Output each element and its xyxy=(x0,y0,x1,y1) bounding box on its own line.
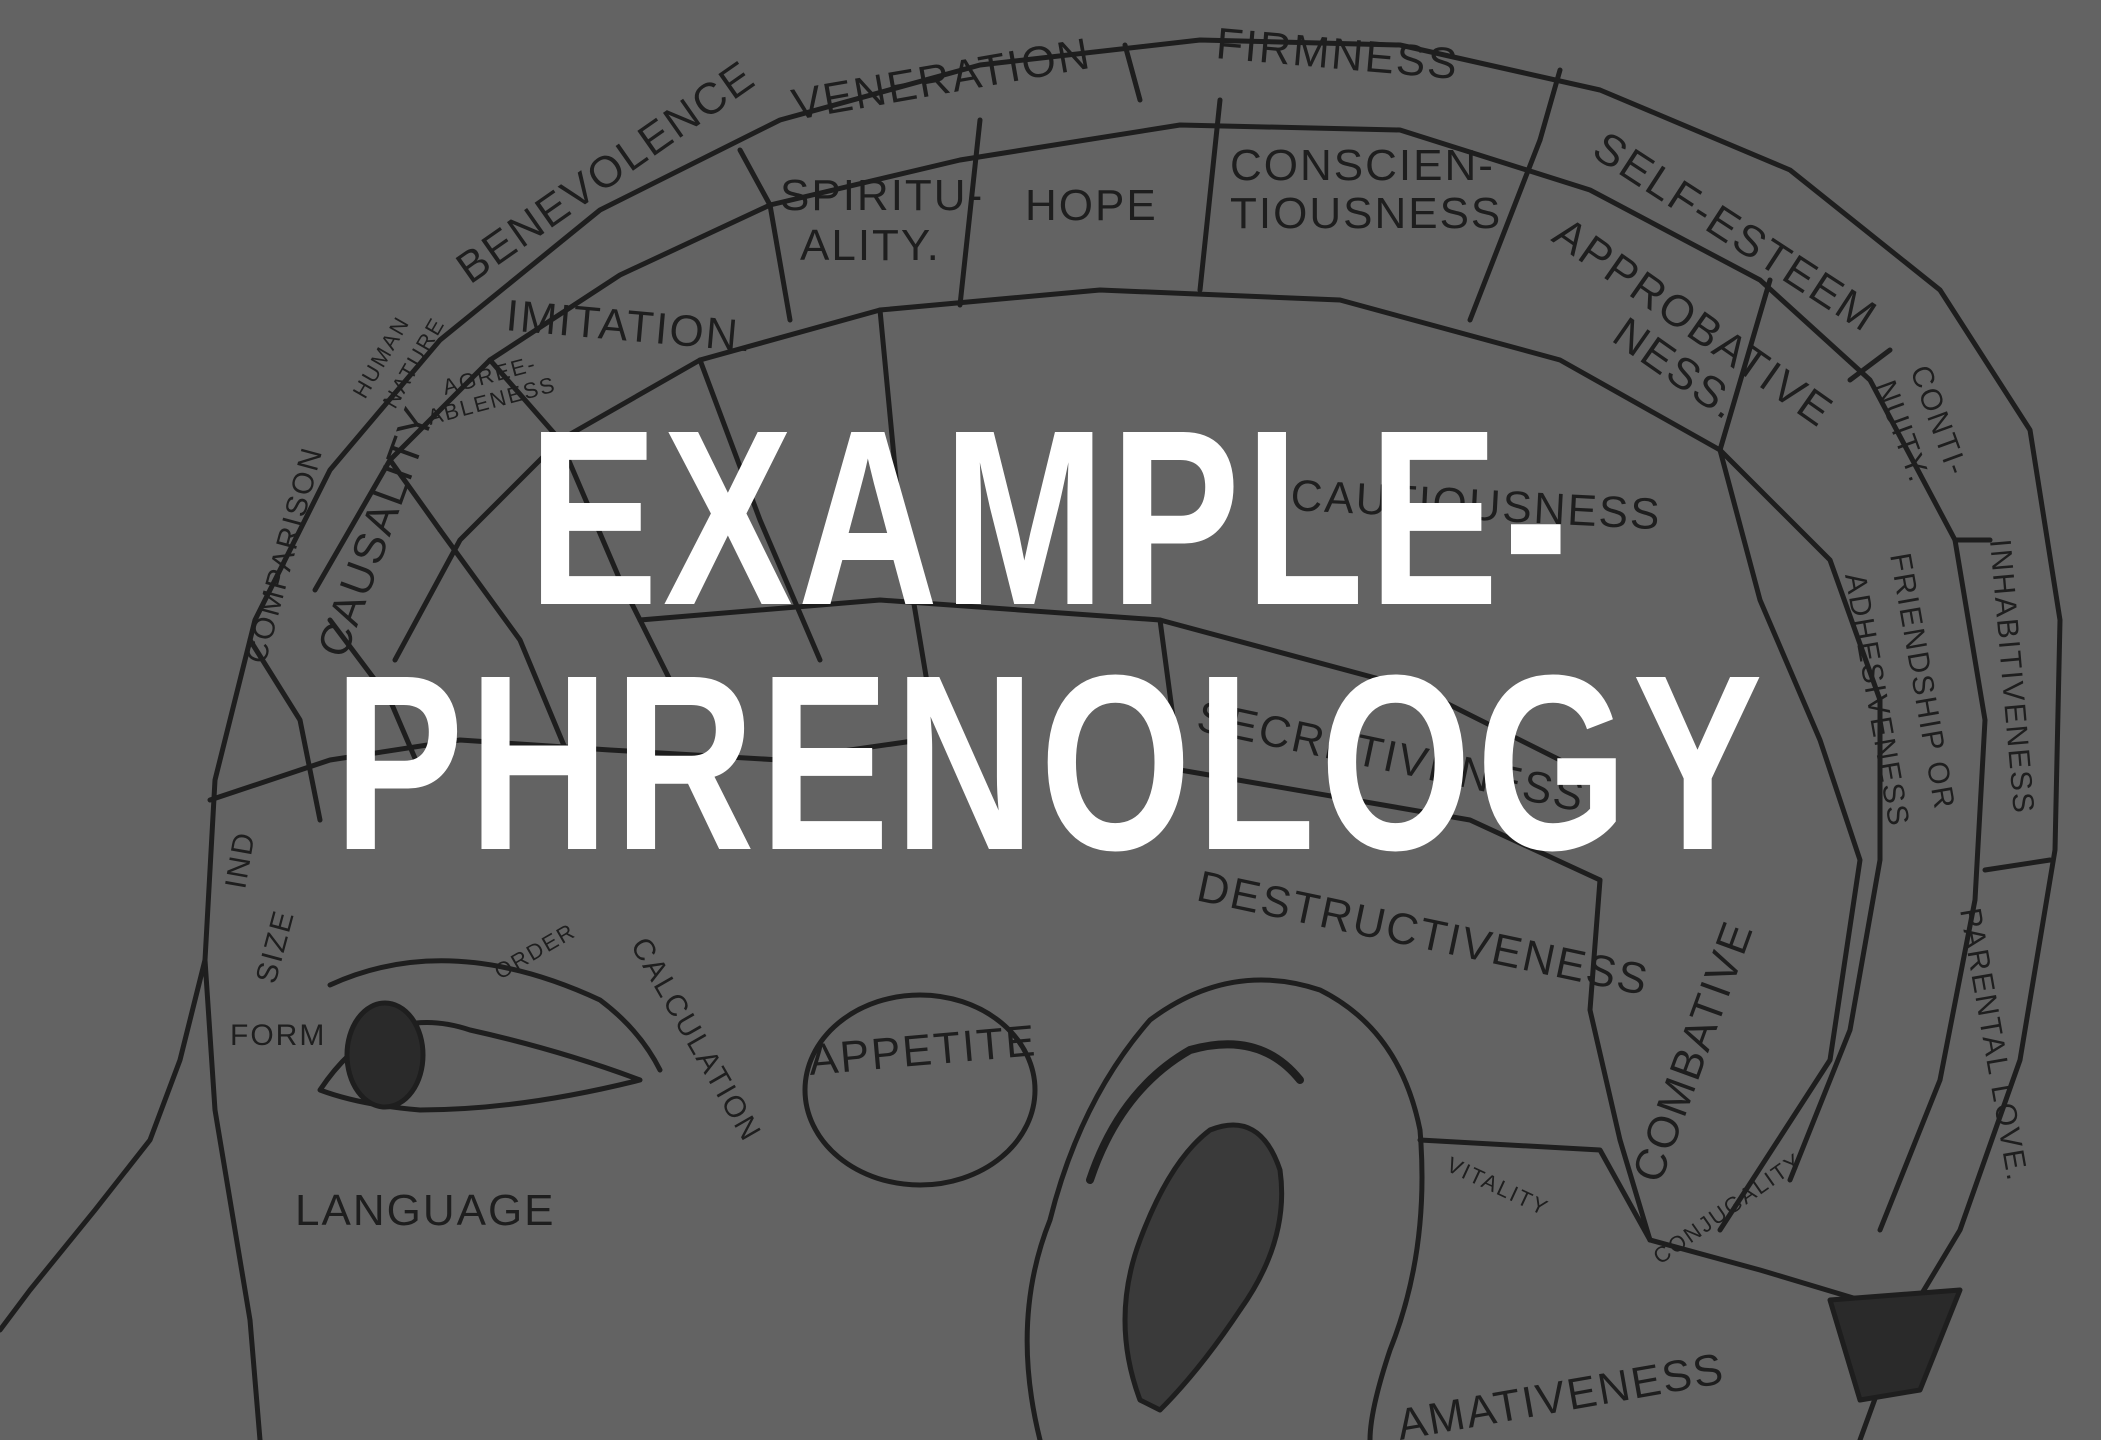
label-benevolence: BENEVOLENCE xyxy=(448,51,765,293)
label-firmness: FIRMNESS xyxy=(1214,19,1461,89)
label-conscientiousness-2: TIOUSNESS xyxy=(1230,189,1502,238)
eye-iris xyxy=(347,1003,423,1107)
label-causality: CAUSALITY xyxy=(308,400,444,663)
label-self-esteem: SELF-ESTEEM xyxy=(1585,122,1886,342)
label-conscientiousness-1: CONSCIEN- xyxy=(1230,141,1495,190)
label-imitation: IMITATION. xyxy=(504,291,755,361)
label-spirituality-2: ALITY. xyxy=(800,221,941,270)
face-profile xyxy=(0,960,205,1330)
label-hope: HOPE xyxy=(1025,181,1158,230)
neck-hatch xyxy=(1830,1290,1960,1400)
label-amativeness: AMATIVENESS xyxy=(1393,1344,1728,1440)
label-appetite: APPETITE xyxy=(807,1016,1039,1085)
label-size: SIZE xyxy=(250,906,301,987)
label-secretiveness: SECRETIVENESS xyxy=(1193,692,1590,822)
label-language: LANGUAGE xyxy=(295,1186,556,1235)
ear-inner xyxy=(1125,1125,1282,1410)
label-inhabitiveness: INHABITIVENESS xyxy=(1983,538,2040,816)
label-destructiveness: DESTRUCTIVENESS xyxy=(1193,862,1653,1006)
label-cautiousness: CAUTIOUSNESS xyxy=(1289,471,1662,539)
label-vitality: VITALITY xyxy=(1443,1152,1553,1221)
label-form: FORM xyxy=(230,1019,326,1052)
label-calculation: CALCULATION xyxy=(624,932,767,1148)
label-veneration: VENERATION xyxy=(788,29,1095,130)
label-spirituality-1: SPIRITU- xyxy=(780,171,984,220)
label-individuality: IND xyxy=(219,829,262,892)
